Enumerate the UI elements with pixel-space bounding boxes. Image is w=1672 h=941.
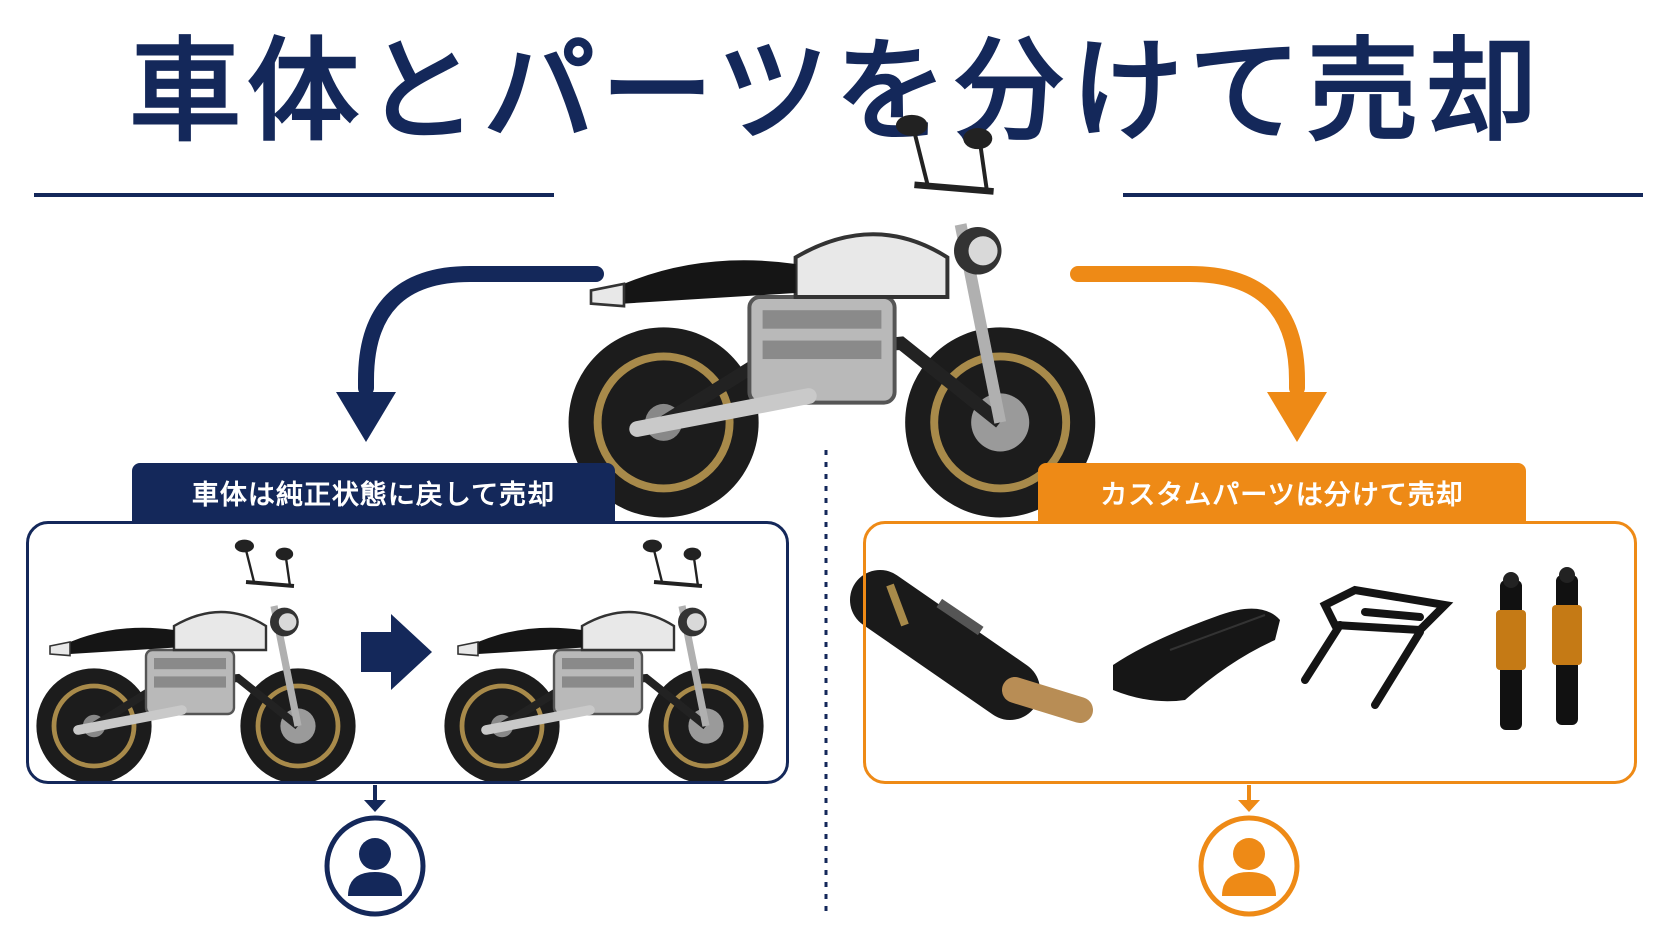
arrow-left-curve [358, 266, 604, 396]
left-label: 車体は純正状態に戻して売却 [132, 463, 615, 521]
title-rule-left [34, 193, 554, 197]
left-panel [26, 521, 789, 784]
motorcycle-icon [569, 115, 1096, 518]
arrow-right-head [1267, 392, 1327, 442]
title-rule-right [1123, 193, 1643, 197]
shock-absorber-icon [1496, 567, 1582, 730]
seat-icon [1113, 608, 1280, 702]
page-title: 車体とパーツを分けて売却 [129, 27, 1543, 157]
arrow-left-head [336, 392, 396, 442]
rack-icon [1301, 585, 1454, 709]
muffler-icon [850, 570, 1093, 723]
right-label-text: カスタムパーツは分けて売却 [1100, 479, 1464, 511]
person-icon [327, 818, 423, 914]
right-panel [863, 521, 1637, 784]
arrow-right-icon [361, 614, 432, 690]
right-label: カスタムパーツは分けて売却 [1038, 463, 1526, 521]
left-label-text: 車体は純正状態に戻して売却 [191, 479, 556, 511]
arrow-right-curve [1070, 266, 1305, 396]
person-icon [1201, 818, 1297, 914]
